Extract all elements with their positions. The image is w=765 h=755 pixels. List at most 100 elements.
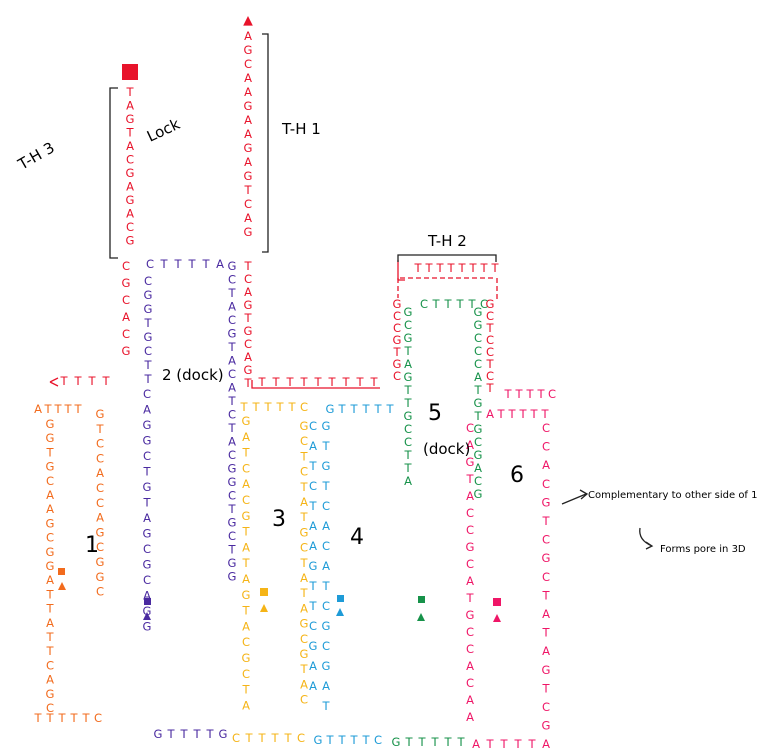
purple-marker-square bbox=[144, 598, 151, 605]
label-dock2: 2 (dock) bbox=[162, 366, 224, 384]
pink-tail-base: T bbox=[536, 387, 545, 401]
green-top-base: T bbox=[455, 297, 464, 311]
label-dock5: (dock) bbox=[423, 440, 470, 458]
yellow-right-base: C bbox=[300, 693, 308, 707]
green-right-base: G bbox=[474, 305, 483, 319]
red-left-strand-base: G bbox=[122, 276, 131, 290]
yellow-marker-square bbox=[260, 588, 268, 596]
purple-top-base: T bbox=[201, 257, 210, 271]
red-top-strand-base: G bbox=[244, 141, 253, 155]
yellow-right-base: T bbox=[299, 480, 308, 494]
pink-top-base: T bbox=[540, 407, 549, 421]
green-left-base: T bbox=[403, 344, 412, 358]
orange-bottom-base: T bbox=[81, 711, 90, 725]
yellow-marker-triangle bbox=[260, 604, 268, 612]
pink-tail-base: T bbox=[503, 387, 512, 401]
pink-left-base: C bbox=[466, 421, 474, 435]
blue-left-base: T bbox=[308, 499, 317, 513]
yellow-left-base: T bbox=[241, 604, 250, 618]
orange-left-base: G bbox=[46, 431, 55, 445]
blue-bottom-base: T bbox=[361, 733, 370, 747]
yellow-bottom-base: C bbox=[297, 731, 305, 745]
blue-right-base: G bbox=[322, 619, 331, 633]
yellow-right-base: C bbox=[300, 632, 308, 646]
blue-left-base: A bbox=[309, 679, 317, 693]
orange-top-base: T bbox=[53, 402, 62, 416]
red-right-strand-base: G bbox=[244, 324, 253, 338]
blue-right-base: C bbox=[322, 539, 330, 553]
red-right-tail-base: T bbox=[299, 375, 308, 389]
purple-mid-base: A bbox=[143, 589, 151, 603]
purple-mid-base: G bbox=[143, 620, 152, 634]
blue-top-base: G bbox=[326, 402, 335, 416]
purple-right-base: C bbox=[228, 448, 236, 462]
pink-right-base: C bbox=[542, 477, 550, 491]
note-complementary: Complementary to other side of 1 bbox=[588, 490, 758, 501]
pink-right-base: C bbox=[542, 440, 550, 454]
blue-right-base: T bbox=[321, 479, 330, 493]
orange-bottom-base: T bbox=[45, 711, 54, 725]
yellow-left-base: A bbox=[242, 477, 250, 491]
blue-right-base: C bbox=[322, 499, 330, 513]
red-left-tail-base: T bbox=[73, 374, 82, 388]
red-th2-left-base: C bbox=[393, 309, 401, 323]
green-right-base: A bbox=[474, 370, 482, 384]
purple-left-base: G bbox=[144, 288, 153, 302]
label-th2: T-H 2 bbox=[427, 232, 467, 250]
yellow-left-base: A bbox=[242, 540, 250, 554]
green-left-base: G bbox=[404, 370, 413, 384]
green-top-base: T bbox=[431, 297, 440, 311]
pink-left-base: T bbox=[465, 591, 474, 605]
red-top-loop-base: T bbox=[424, 261, 433, 275]
red-left-arrow bbox=[49, 377, 59, 387]
green-marker-triangle bbox=[417, 613, 425, 621]
red-th2-right-base: T bbox=[485, 357, 494, 371]
label-helix-6: 6 bbox=[510, 463, 524, 488]
yellow-bottom-base: T bbox=[283, 731, 292, 745]
label-th3: T-H 3 bbox=[14, 138, 57, 173]
green-left-base: C bbox=[404, 422, 412, 436]
red-right-tail-base: T bbox=[369, 375, 378, 389]
red-top-strand-base: A bbox=[244, 155, 252, 169]
blue-bottom-base: T bbox=[337, 733, 346, 747]
orange-left-base: A bbox=[46, 502, 54, 516]
pink-tail-base: T bbox=[514, 387, 523, 401]
red-lock-strand-base: C bbox=[126, 153, 134, 167]
green-right-base: G bbox=[474, 448, 483, 462]
blue-right-base: C bbox=[322, 599, 330, 613]
pink-top-base: T bbox=[529, 407, 538, 421]
red-right-tail-base: T bbox=[327, 375, 336, 389]
red-th2-left-base: G bbox=[393, 333, 402, 347]
blue-right-base: G bbox=[322, 419, 331, 433]
purple-right-base: A bbox=[228, 354, 236, 368]
strand-markers bbox=[58, 16, 501, 622]
green-right-base: G bbox=[474, 318, 483, 332]
purple-left-base: T bbox=[143, 372, 152, 386]
yellow-left-base: G bbox=[242, 414, 251, 428]
red-top-strand-base: C bbox=[244, 197, 252, 211]
red-top-strand-base: C bbox=[244, 57, 252, 71]
green-right-base: T bbox=[473, 383, 482, 397]
yellow-left-base: C bbox=[242, 667, 250, 681]
pink-top-base: T bbox=[507, 407, 516, 421]
red-th2-left-base: G bbox=[393, 297, 402, 311]
green-left-base: T bbox=[403, 461, 412, 475]
blue-left-base: A bbox=[309, 539, 317, 553]
bracket-th3 bbox=[109, 87, 118, 259]
blue-top-base: T bbox=[361, 402, 370, 416]
purple-right-base: C bbox=[228, 273, 236, 287]
yellow-top-base: T bbox=[239, 400, 248, 414]
pink-marker-triangle bbox=[493, 614, 501, 622]
purple-right-base: G bbox=[228, 516, 237, 530]
blue-top-base: T bbox=[385, 402, 394, 416]
pink-tail-base: T bbox=[525, 387, 534, 401]
blue-bottom-base: T bbox=[325, 733, 334, 747]
blue-top-base: T bbox=[349, 402, 358, 416]
orange-top-base: T bbox=[43, 402, 52, 416]
pink-right-base: G bbox=[542, 495, 551, 509]
red-right-strand-base: A bbox=[244, 285, 252, 299]
purple-right-base: G bbox=[228, 327, 237, 341]
yellow-left-base: T bbox=[241, 683, 250, 697]
green-right-base: C bbox=[474, 435, 482, 449]
yellow-right-base: A bbox=[300, 601, 308, 615]
